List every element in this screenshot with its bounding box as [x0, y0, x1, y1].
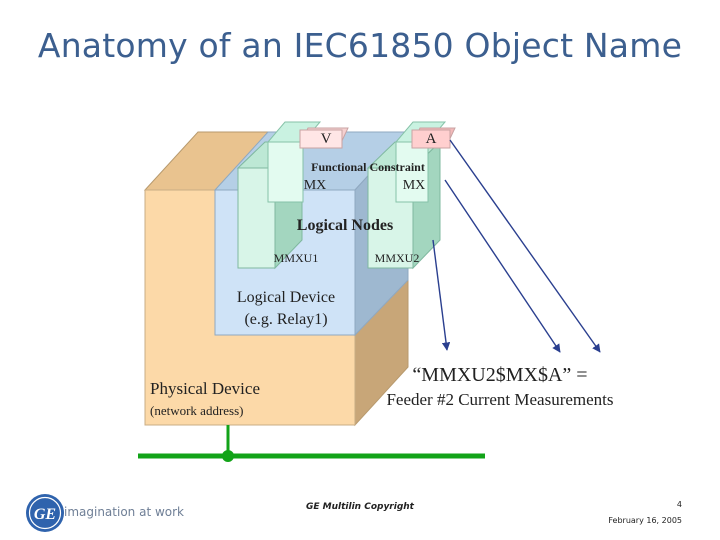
ln-right-label: MMXU2 — [375, 251, 420, 265]
page-number: 4 — [676, 500, 682, 509]
arrow-from-mx — [444, 179, 561, 353]
tab-a-label: A — [426, 131, 437, 147]
fc-right-label: MX — [403, 178, 426, 193]
logo-tagline: imagination at work — [64, 505, 184, 519]
arrow-from-a — [449, 139, 601, 353]
svg-text:GE: GE — [34, 506, 56, 523]
logical-device-label: Logical Device — [237, 289, 335, 306]
functional-constraint-label: Functional Constraint — [311, 160, 425, 174]
tab-v — [299, 127, 349, 149]
logical-node-right — [366, 140, 442, 270]
footer-date: February 16, 2005 — [608, 516, 682, 525]
logical-device-example: (e.g. Relay1) — [244, 311, 327, 328]
logical-nodes-label: Logical Nodes — [297, 217, 393, 234]
arrow-from-mmxu2 — [432, 239, 451, 351]
object-name-label: “MMXU2$MX$A” = — [412, 364, 587, 386]
slide-title: Anatomy of an IEC61850 Object Name — [37, 26, 683, 65]
object-meaning-label: Feeder #2 Current Measurements — [386, 390, 613, 409]
physical-device-label: Physical Device — [150, 379, 260, 398]
fc-left-label: MX — [304, 178, 327, 193]
ln-left-label: MMXU1 — [274, 251, 319, 265]
ge-logo: GE — [26, 494, 64, 532]
tab-a — [411, 127, 456, 149]
footer-copyright: GE Multilin Copyright — [306, 502, 414, 512]
network-node — [222, 450, 234, 462]
tab-v-label: V — [321, 131, 332, 147]
network-address-label: (network address) — [150, 403, 244, 418]
functional-constraint-left — [266, 121, 322, 203]
